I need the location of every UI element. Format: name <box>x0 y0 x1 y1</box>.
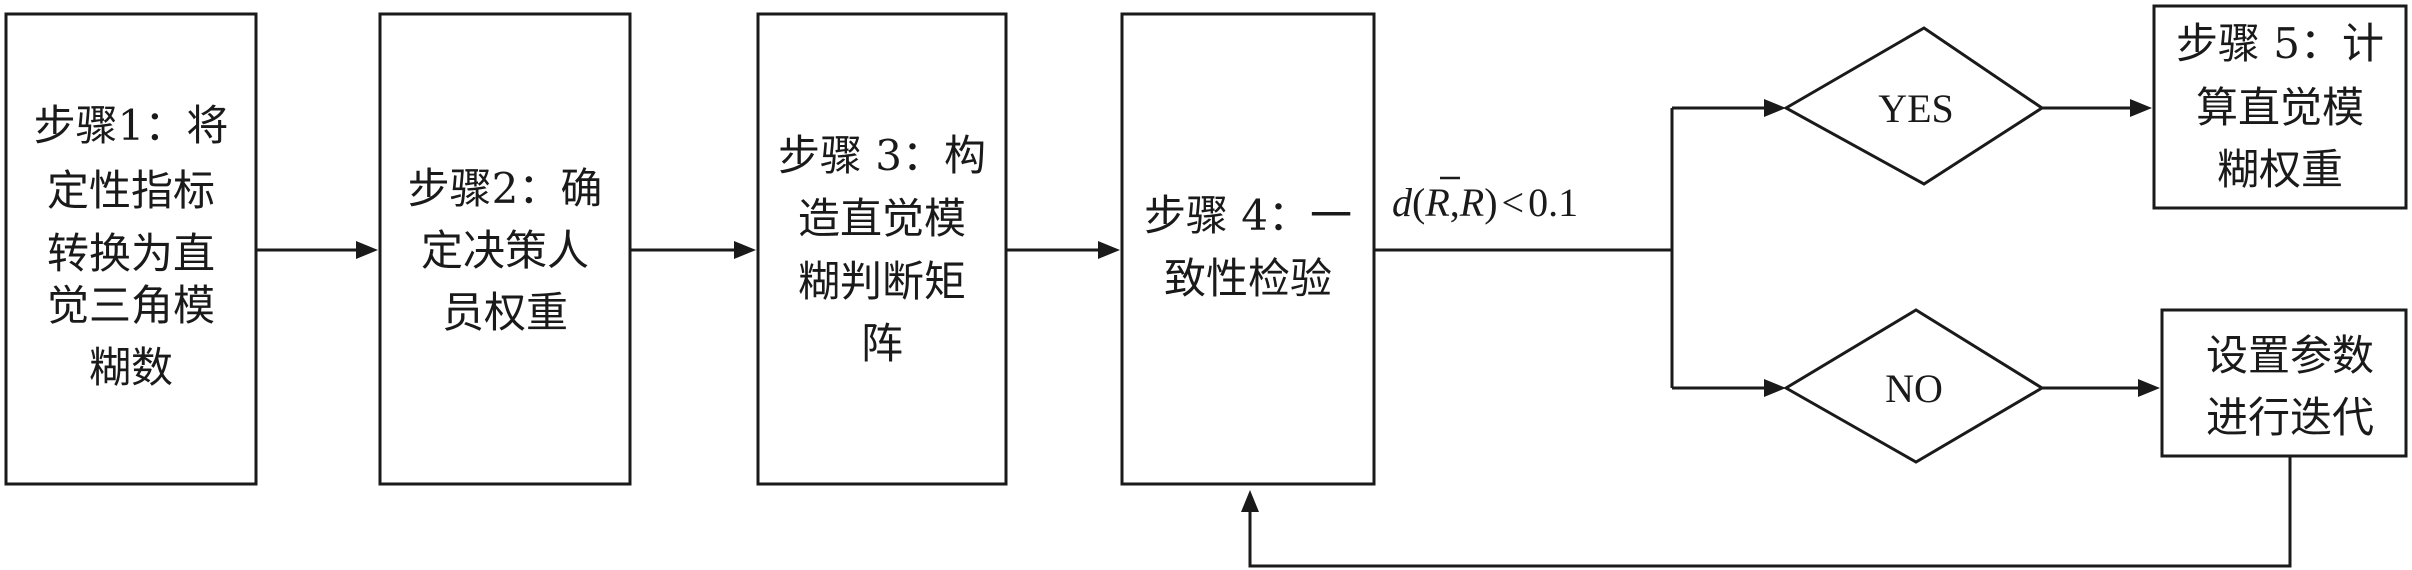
step5-line-2: 算直觉模 <box>2196 83 2364 132</box>
condition-less-than: < <box>1502 180 1525 225</box>
condition-rbar: R <box>1424 180 1449 225</box>
step1-line-2: 定性指标 <box>47 166 215 215</box>
step4-box: 步骤 4：一 致性检验 <box>1120 12 1376 486</box>
step3-line-1: 步骤 3：构 <box>778 131 986 180</box>
iterate-line-2: 进行迭代 <box>2206 393 2374 442</box>
step3-line-3: 糊判断矩 <box>798 257 966 306</box>
step1-line-4: 觉三角模 <box>47 281 215 330</box>
step5-line-1: 步骤 5：计 <box>2176 19 2384 68</box>
step1-line-5: 糊数 <box>89 343 173 392</box>
yes-label: YES <box>1878 86 1954 131</box>
step3-line-4: 阵 <box>861 319 903 368</box>
step5-line-3: 糊权重 <box>2217 145 2343 194</box>
arrowhead-feedback <box>1241 490 1259 512</box>
step5-box: 步骤 5：计 算直觉模 糊权重 <box>2152 4 2408 210</box>
condition-r: R <box>1459 180 1484 225</box>
arrowhead-step2 <box>356 241 378 259</box>
arrowhead-iterate <box>2138 379 2160 397</box>
step2-line-1: 步骤2：确 <box>408 164 603 213</box>
arrowhead-no <box>1764 379 1786 397</box>
condition-comma: , <box>1450 180 1460 225</box>
condition-close-paren: ) <box>1484 180 1497 225</box>
iterate-box: 设置参数 进行迭代 <box>2160 308 2408 458</box>
condition-d: d <box>1392 180 1413 225</box>
no-label: NO <box>1885 366 1943 411</box>
arrowhead-yes <box>1764 99 1786 117</box>
step2-line-3: 员权重 <box>442 288 568 337</box>
step4-line-1: 步骤 4：一 <box>1144 191 1352 240</box>
arrowhead-step5 <box>2130 99 2152 117</box>
condition-threshold: 0.1 <box>1528 180 1578 225</box>
feedback-loop-line <box>1248 456 2292 568</box>
arrowhead-step3 <box>734 241 756 259</box>
step2-box: 步骤2：确 定决策人 员权重 <box>378 12 632 486</box>
arrowhead-step4 <box>1098 241 1120 259</box>
step1-box: 步骤1：将 定性指标 转换为直 觉三角模 糊数 <box>4 12 258 486</box>
step1-line-3: 转换为直 <box>47 229 215 278</box>
step4-line-2: 致性检验 <box>1164 254 1332 303</box>
condition-open-paren: ( <box>1412 180 1425 225</box>
iterate-line-1: 设置参数 <box>2206 331 2374 380</box>
no-decision: NO <box>1783 308 2045 464</box>
condition-label: d(R,R)<0.1 <box>1392 180 1578 225</box>
step3-box: 步骤 3：构 造直觉模 糊判断矩 阵 <box>756 12 1008 486</box>
step1-line-1: 步骤1：将 <box>34 101 229 150</box>
step3-line-2: 造直觉模 <box>798 194 966 243</box>
step2-line-2: 定决策人 <box>421 226 589 275</box>
yes-decision: YES <box>1782 26 2045 186</box>
